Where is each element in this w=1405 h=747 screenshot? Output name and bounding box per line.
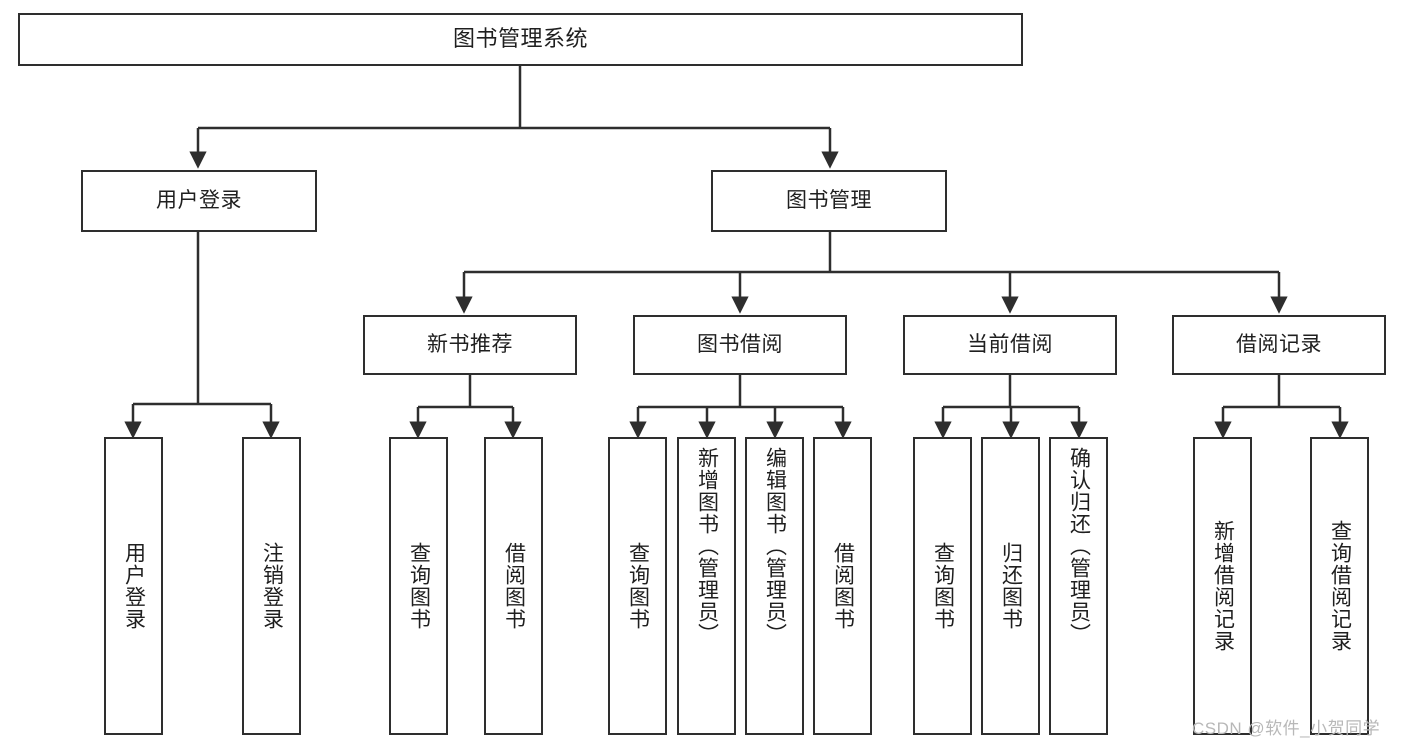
leaf-new-book-query-book[interactable]: 查询图书	[389, 437, 448, 735]
node-label: 注销登录	[260, 542, 284, 630]
node-label: 查询图书	[931, 542, 955, 630]
leaf-user-login-login[interactable]: 用户登录	[104, 437, 163, 735]
leaf-book-borrow-edit-book-admin[interactable]: 编辑图书（管理员）	[745, 437, 804, 735]
node-root-book-management-system[interactable]: 图书管理系统	[18, 13, 1023, 66]
node-label: 借阅图书	[502, 542, 526, 630]
node-new-book-recommend[interactable]: 新书推荐	[363, 315, 577, 375]
node-label: 新增图书（管理员）	[695, 447, 719, 645]
node-label: 用户登录	[156, 189, 242, 213]
node-book-management[interactable]: 图书管理	[711, 170, 947, 232]
node-label: 用户登录	[122, 542, 146, 630]
node-label: 借阅记录	[1236, 333, 1322, 357]
leaf-borrow-record-query-record[interactable]: 查询借阅记录	[1310, 437, 1369, 735]
node-label: 借阅图书	[831, 542, 855, 630]
node-label: 查询图书	[407, 542, 431, 630]
leaf-borrow-record-add-record[interactable]: 新增借阅记录	[1193, 437, 1252, 735]
node-book-borrow[interactable]: 图书借阅	[633, 315, 847, 375]
node-user-login[interactable]: 用户登录	[81, 170, 317, 232]
leaf-user-login-logout[interactable]: 注销登录	[242, 437, 301, 735]
node-label: 归还图书	[999, 542, 1023, 630]
node-label: 图书借阅	[697, 333, 783, 357]
node-label: 新书推荐	[427, 333, 513, 357]
node-label: 图书管理	[786, 189, 872, 213]
node-label: 图书管理系统	[452, 26, 588, 52]
node-label: 查询借阅记录	[1328, 520, 1352, 652]
leaf-book-borrow-query-book[interactable]: 查询图书	[608, 437, 667, 735]
node-label: 新增借阅记录	[1211, 520, 1235, 652]
node-label: 编辑图书（管理员）	[763, 447, 787, 645]
node-label: 当前借阅	[967, 333, 1053, 357]
node-label: 确认归还（管理员）	[1067, 447, 1091, 645]
leaf-new-book-borrow-book[interactable]: 借阅图书	[484, 437, 543, 735]
leaf-book-borrow-add-book-admin[interactable]: 新增图书（管理员）	[677, 437, 736, 735]
node-label: 查询图书	[626, 542, 650, 630]
node-current-borrow[interactable]: 当前借阅	[903, 315, 1117, 375]
leaf-book-borrow-borrow-book[interactable]: 借阅图书	[813, 437, 872, 735]
leaf-current-borrow-query-book[interactable]: 查询图书	[913, 437, 972, 735]
leaf-current-borrow-return-book[interactable]: 归还图书	[981, 437, 1040, 735]
node-borrow-record[interactable]: 借阅记录	[1172, 315, 1386, 375]
leaf-current-borrow-confirm-return-admin[interactable]: 确认归还（管理员）	[1049, 437, 1108, 735]
watermark-csdn: CSDN @软件_小贺同学	[1192, 719, 1381, 738]
